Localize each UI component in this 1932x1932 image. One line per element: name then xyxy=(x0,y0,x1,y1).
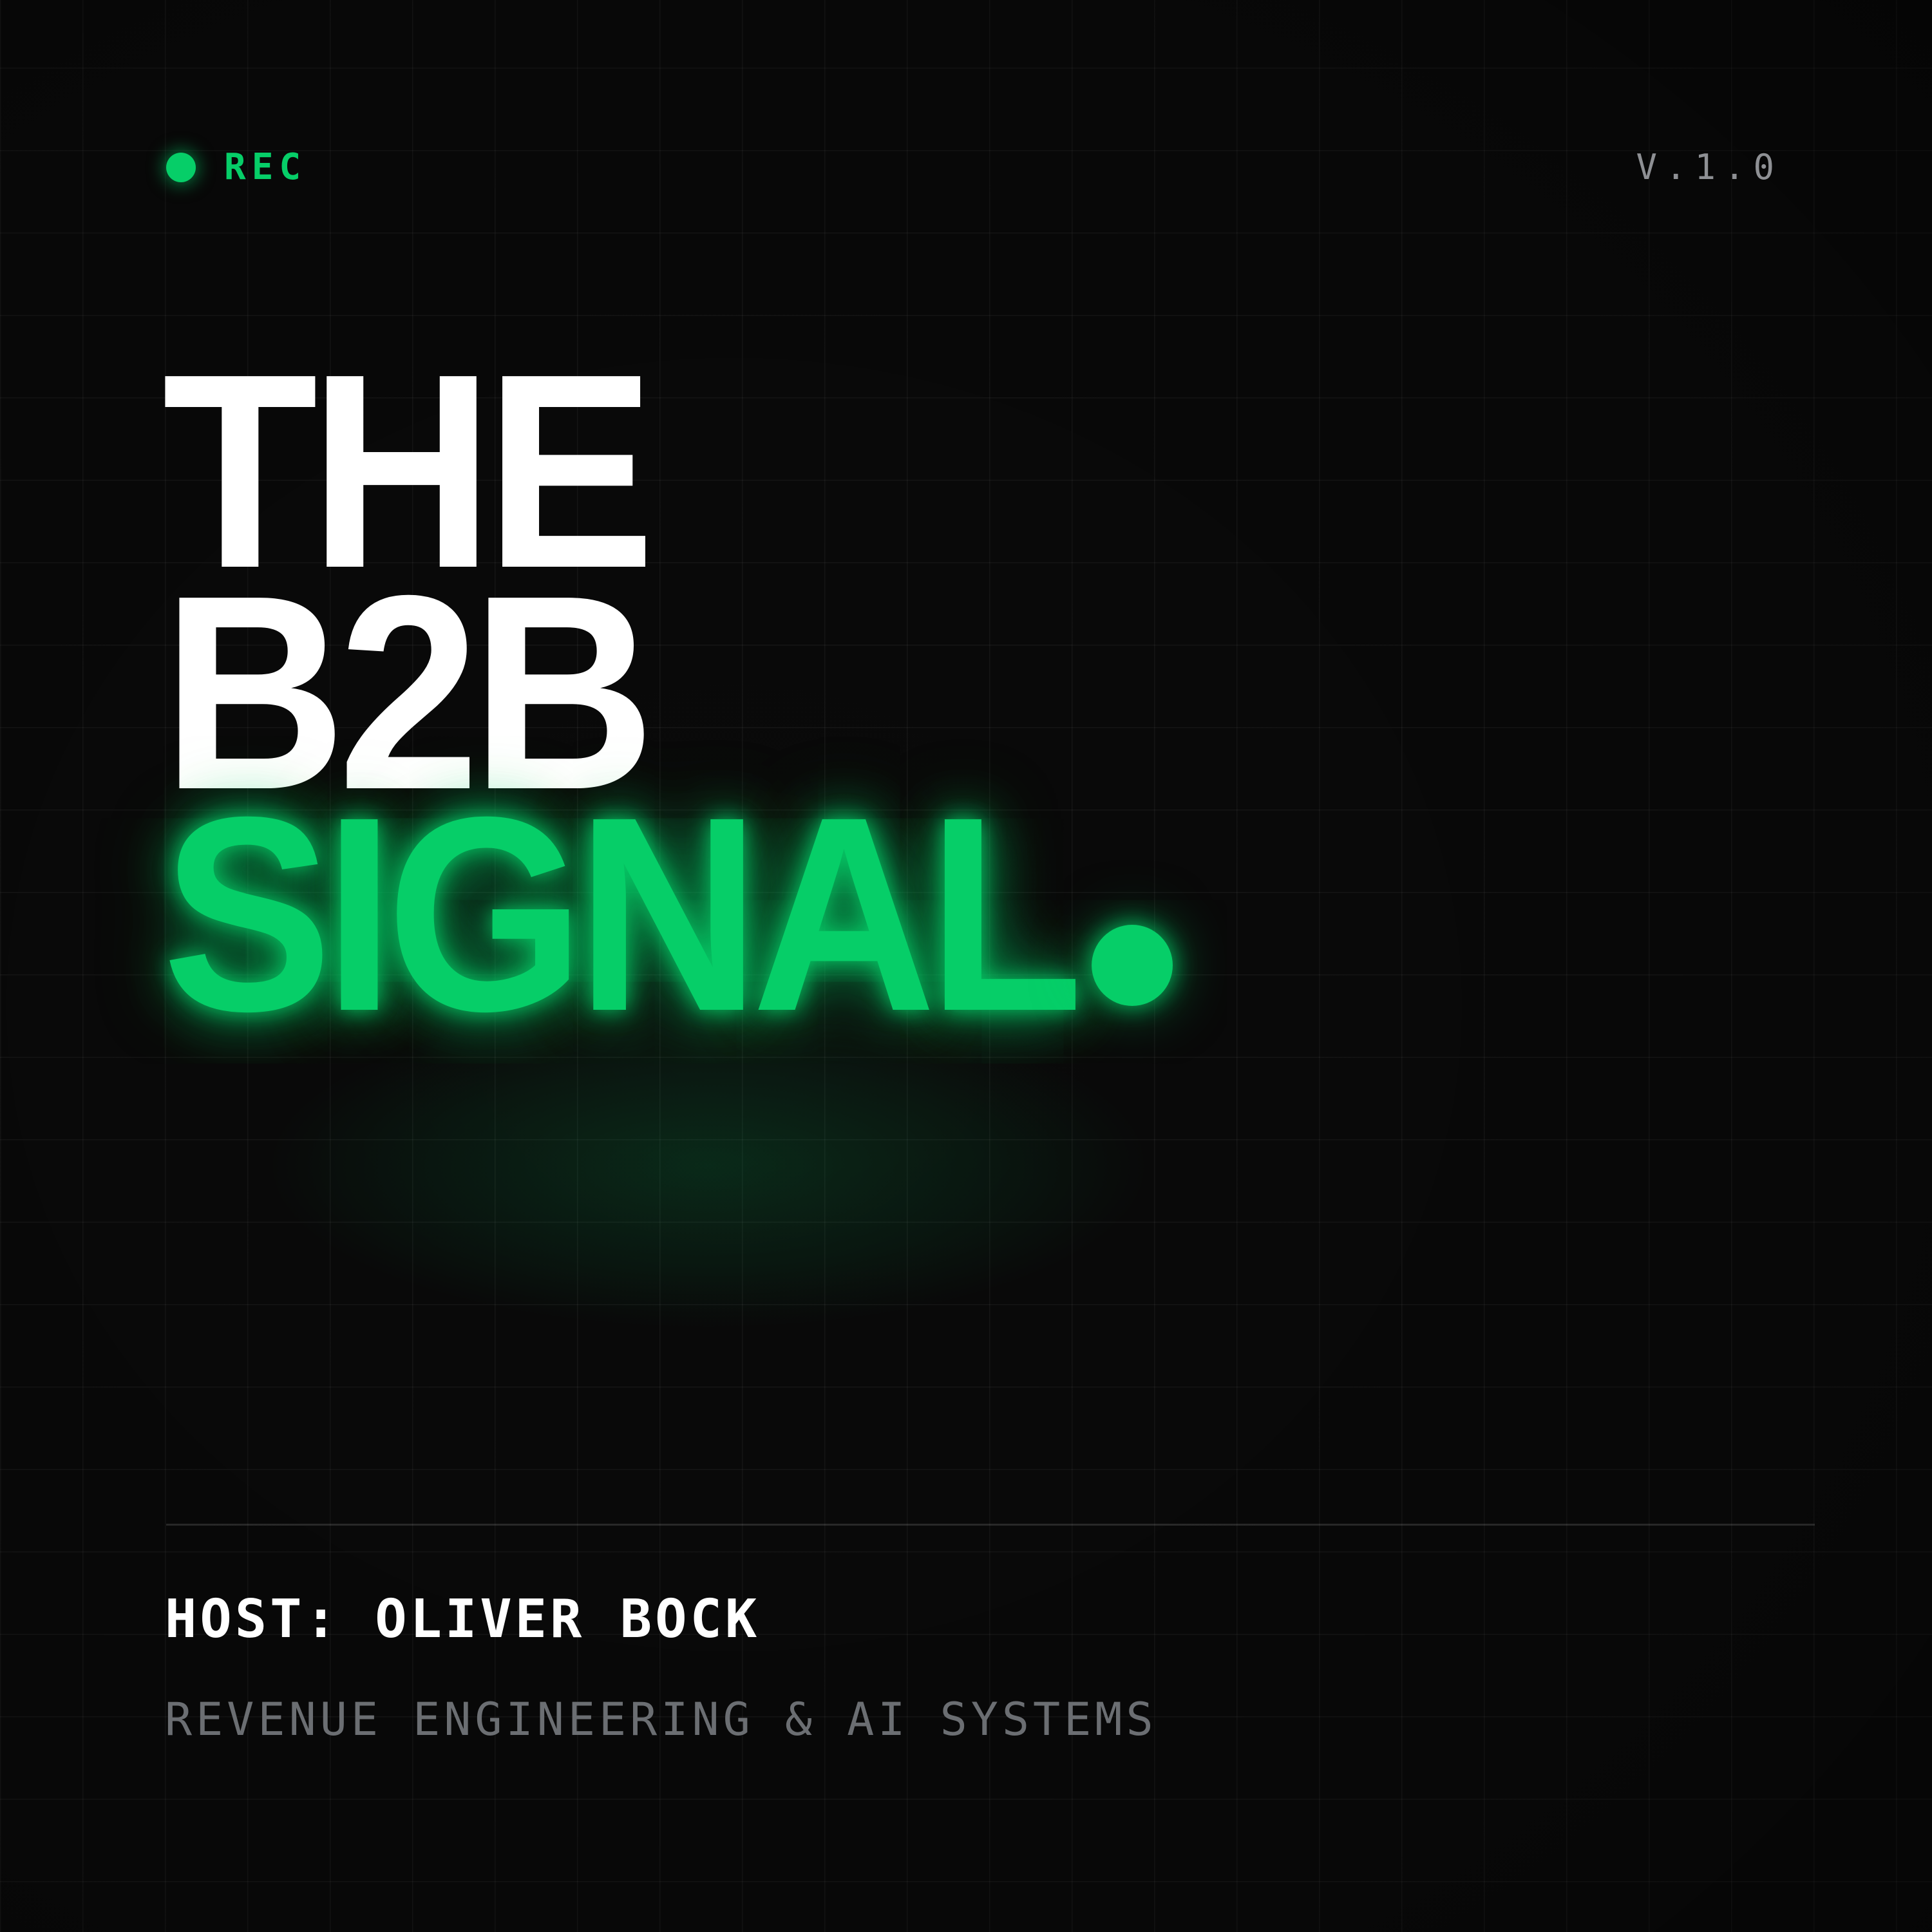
period-dot-icon xyxy=(1092,925,1173,1006)
rec-label: REC xyxy=(224,146,307,188)
title-line-the: THE xyxy=(162,317,655,626)
tagline: REVENUE ENGINEERING & AI SYSTEMS xyxy=(165,1693,1157,1747)
version-label: V.1.0 xyxy=(1636,147,1783,187)
show-title-wordmark: THE B2B SIGNAL xyxy=(162,317,1257,1053)
header-bar: REC V.1.0 xyxy=(166,138,1783,196)
title-line-b2b: B2B xyxy=(162,538,656,848)
title-line-signal-text: SIGNAL xyxy=(162,760,1083,1069)
host-line: HOST: OLIVER BOCK xyxy=(165,1589,761,1650)
title-line-signal: SIGNAL xyxy=(162,776,1173,1053)
credits-block: HOST: OLIVER BOCK REVENUE ENGINEERING & … xyxy=(165,1589,1157,1747)
recording-status-indicator: REC xyxy=(166,149,307,185)
horizontal-divider xyxy=(166,1524,1815,1526)
record-dot-icon xyxy=(166,153,196,182)
